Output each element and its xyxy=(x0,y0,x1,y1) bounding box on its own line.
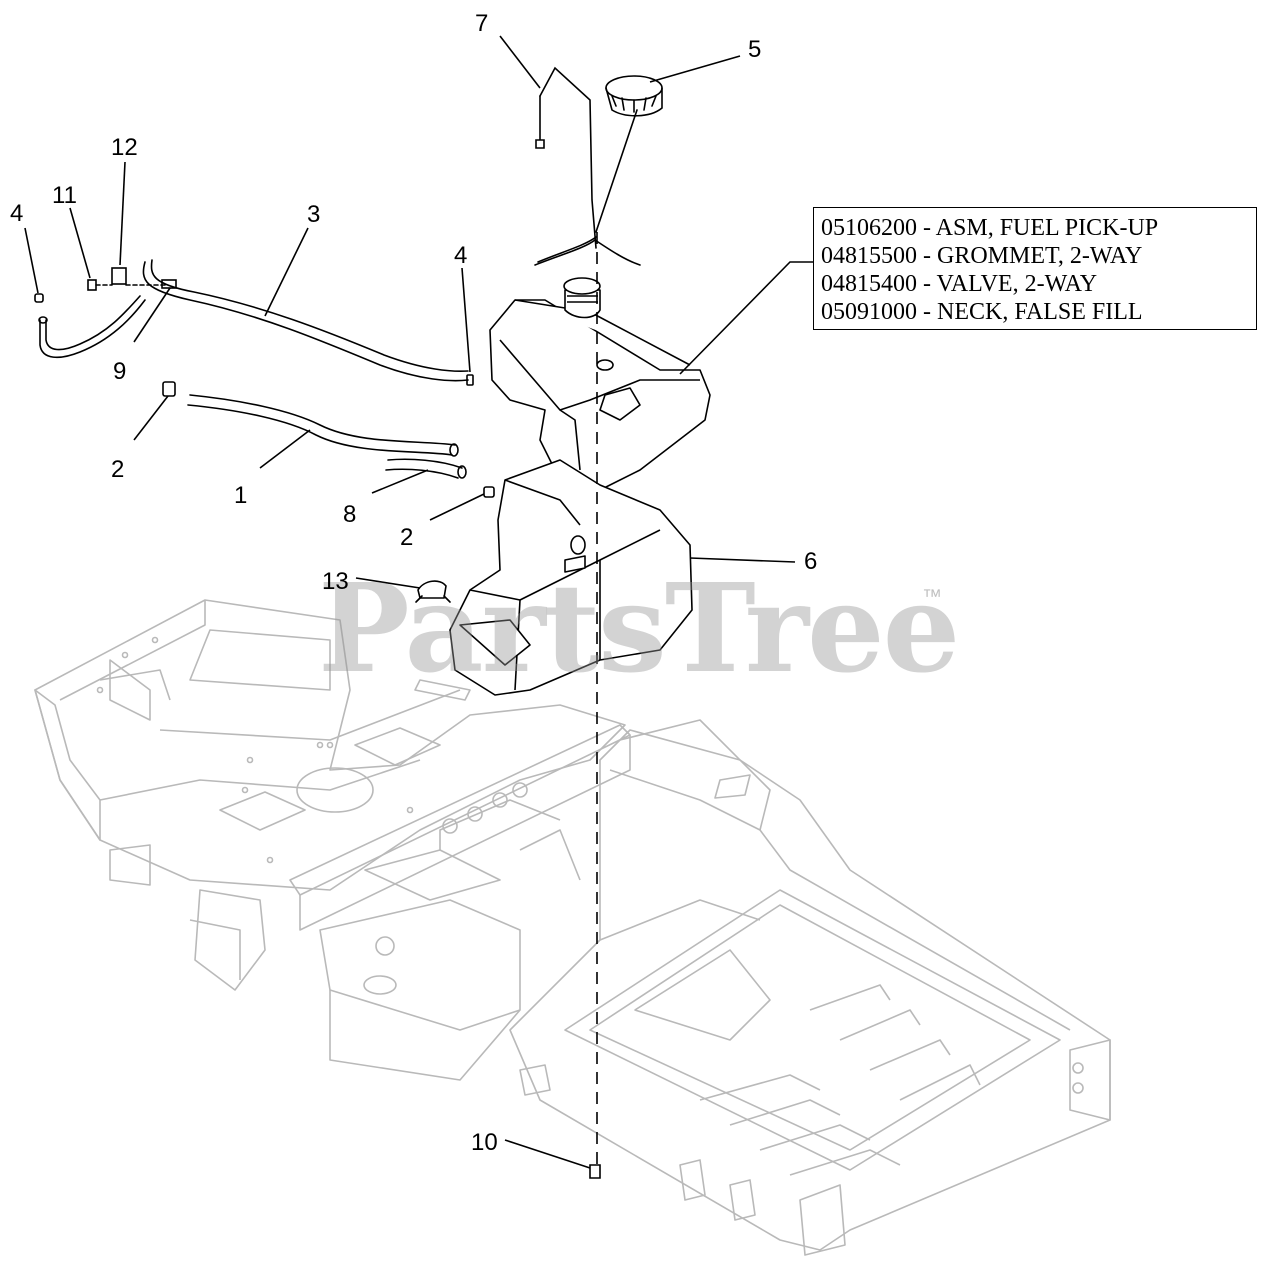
callout-13: 13 xyxy=(322,568,349,595)
legend-line-grommet: 04815500 - GROMMET, 2-WAY xyxy=(821,243,1143,269)
mower-frame xyxy=(34,599,1111,1256)
callout-4b: 4 xyxy=(454,242,468,269)
callout-2a: 2 xyxy=(111,456,125,483)
callout-7: 7 xyxy=(475,10,489,37)
fuel-tank xyxy=(449,277,711,696)
legend-line-pickup: 05106200 - ASM, FUEL PICK-UP xyxy=(821,215,1159,241)
callout-6: 6 xyxy=(804,548,818,575)
callout-5: 5 xyxy=(748,36,762,63)
callout-8: 8 xyxy=(343,501,357,528)
callout-2b: 2 xyxy=(400,524,414,551)
parts-legend: 05106200 - ASM, FUEL PICK-UP 04815500 - … xyxy=(813,207,1257,330)
callout-9: 9 xyxy=(113,358,127,385)
callout-10: 10 xyxy=(471,1129,498,1156)
legend-line-neck: 05091000 - NECK, FALSE FILL xyxy=(821,299,1143,325)
watermark: PartsTree xyxy=(318,556,960,700)
callout-11: 11 xyxy=(52,182,77,209)
callout-4a: 4 xyxy=(10,200,24,227)
hoses xyxy=(34,66,663,1179)
callout-3: 3 xyxy=(307,201,321,228)
trademark-mark: ™ xyxy=(922,586,942,608)
leader-lines xyxy=(24,35,813,1169)
callout-1: 1 xyxy=(234,482,248,509)
legend-line-valve: 04815400 - VALVE, 2-WAY xyxy=(821,271,1098,297)
callout-12: 12 xyxy=(111,134,138,161)
